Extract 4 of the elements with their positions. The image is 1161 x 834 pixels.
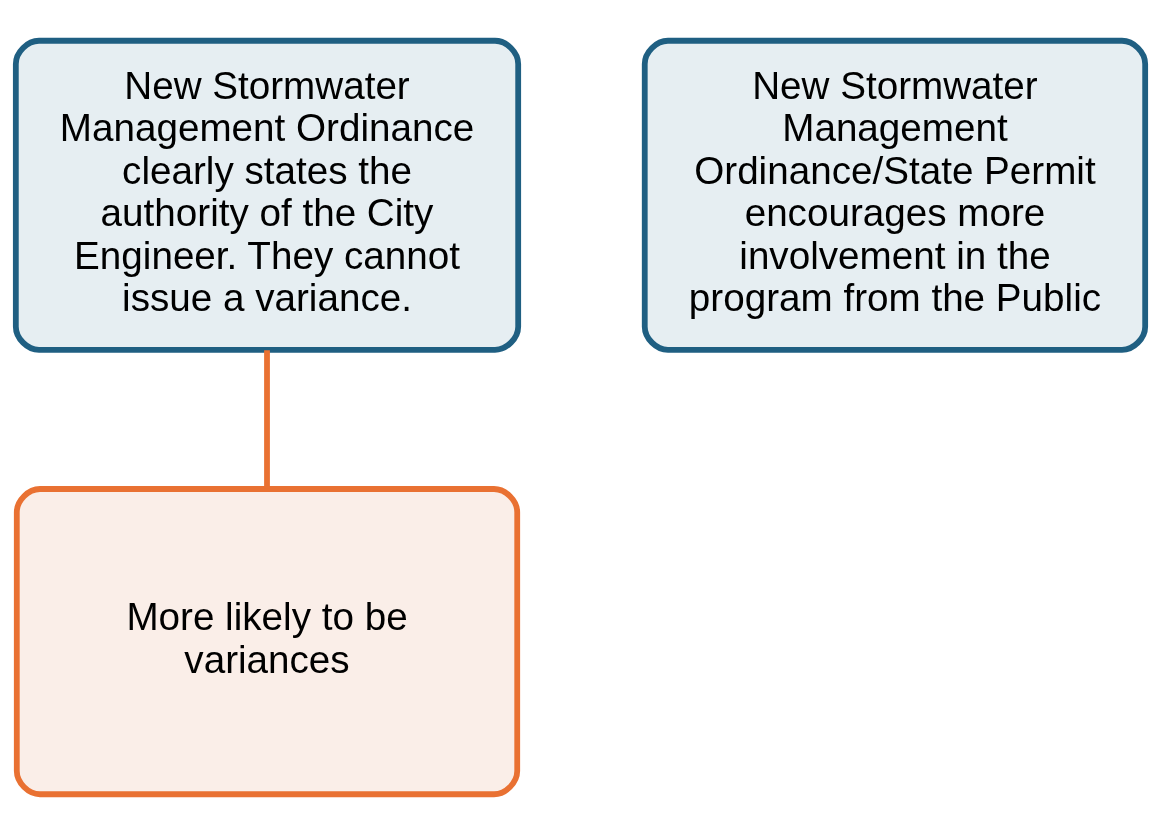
- node-box: New Stormwater Management Ordinance/State Permit encourages more involvement in the program from the Public: [641, 37, 1149, 353]
- node-box: New Stormwater Management Ordinance clearly states the authority of the City Engineer. They cannot issue a variance.: [12, 37, 522, 353]
- node-box: More likely to be variances: [13, 485, 521, 797]
- connector: [264, 349, 270, 488]
